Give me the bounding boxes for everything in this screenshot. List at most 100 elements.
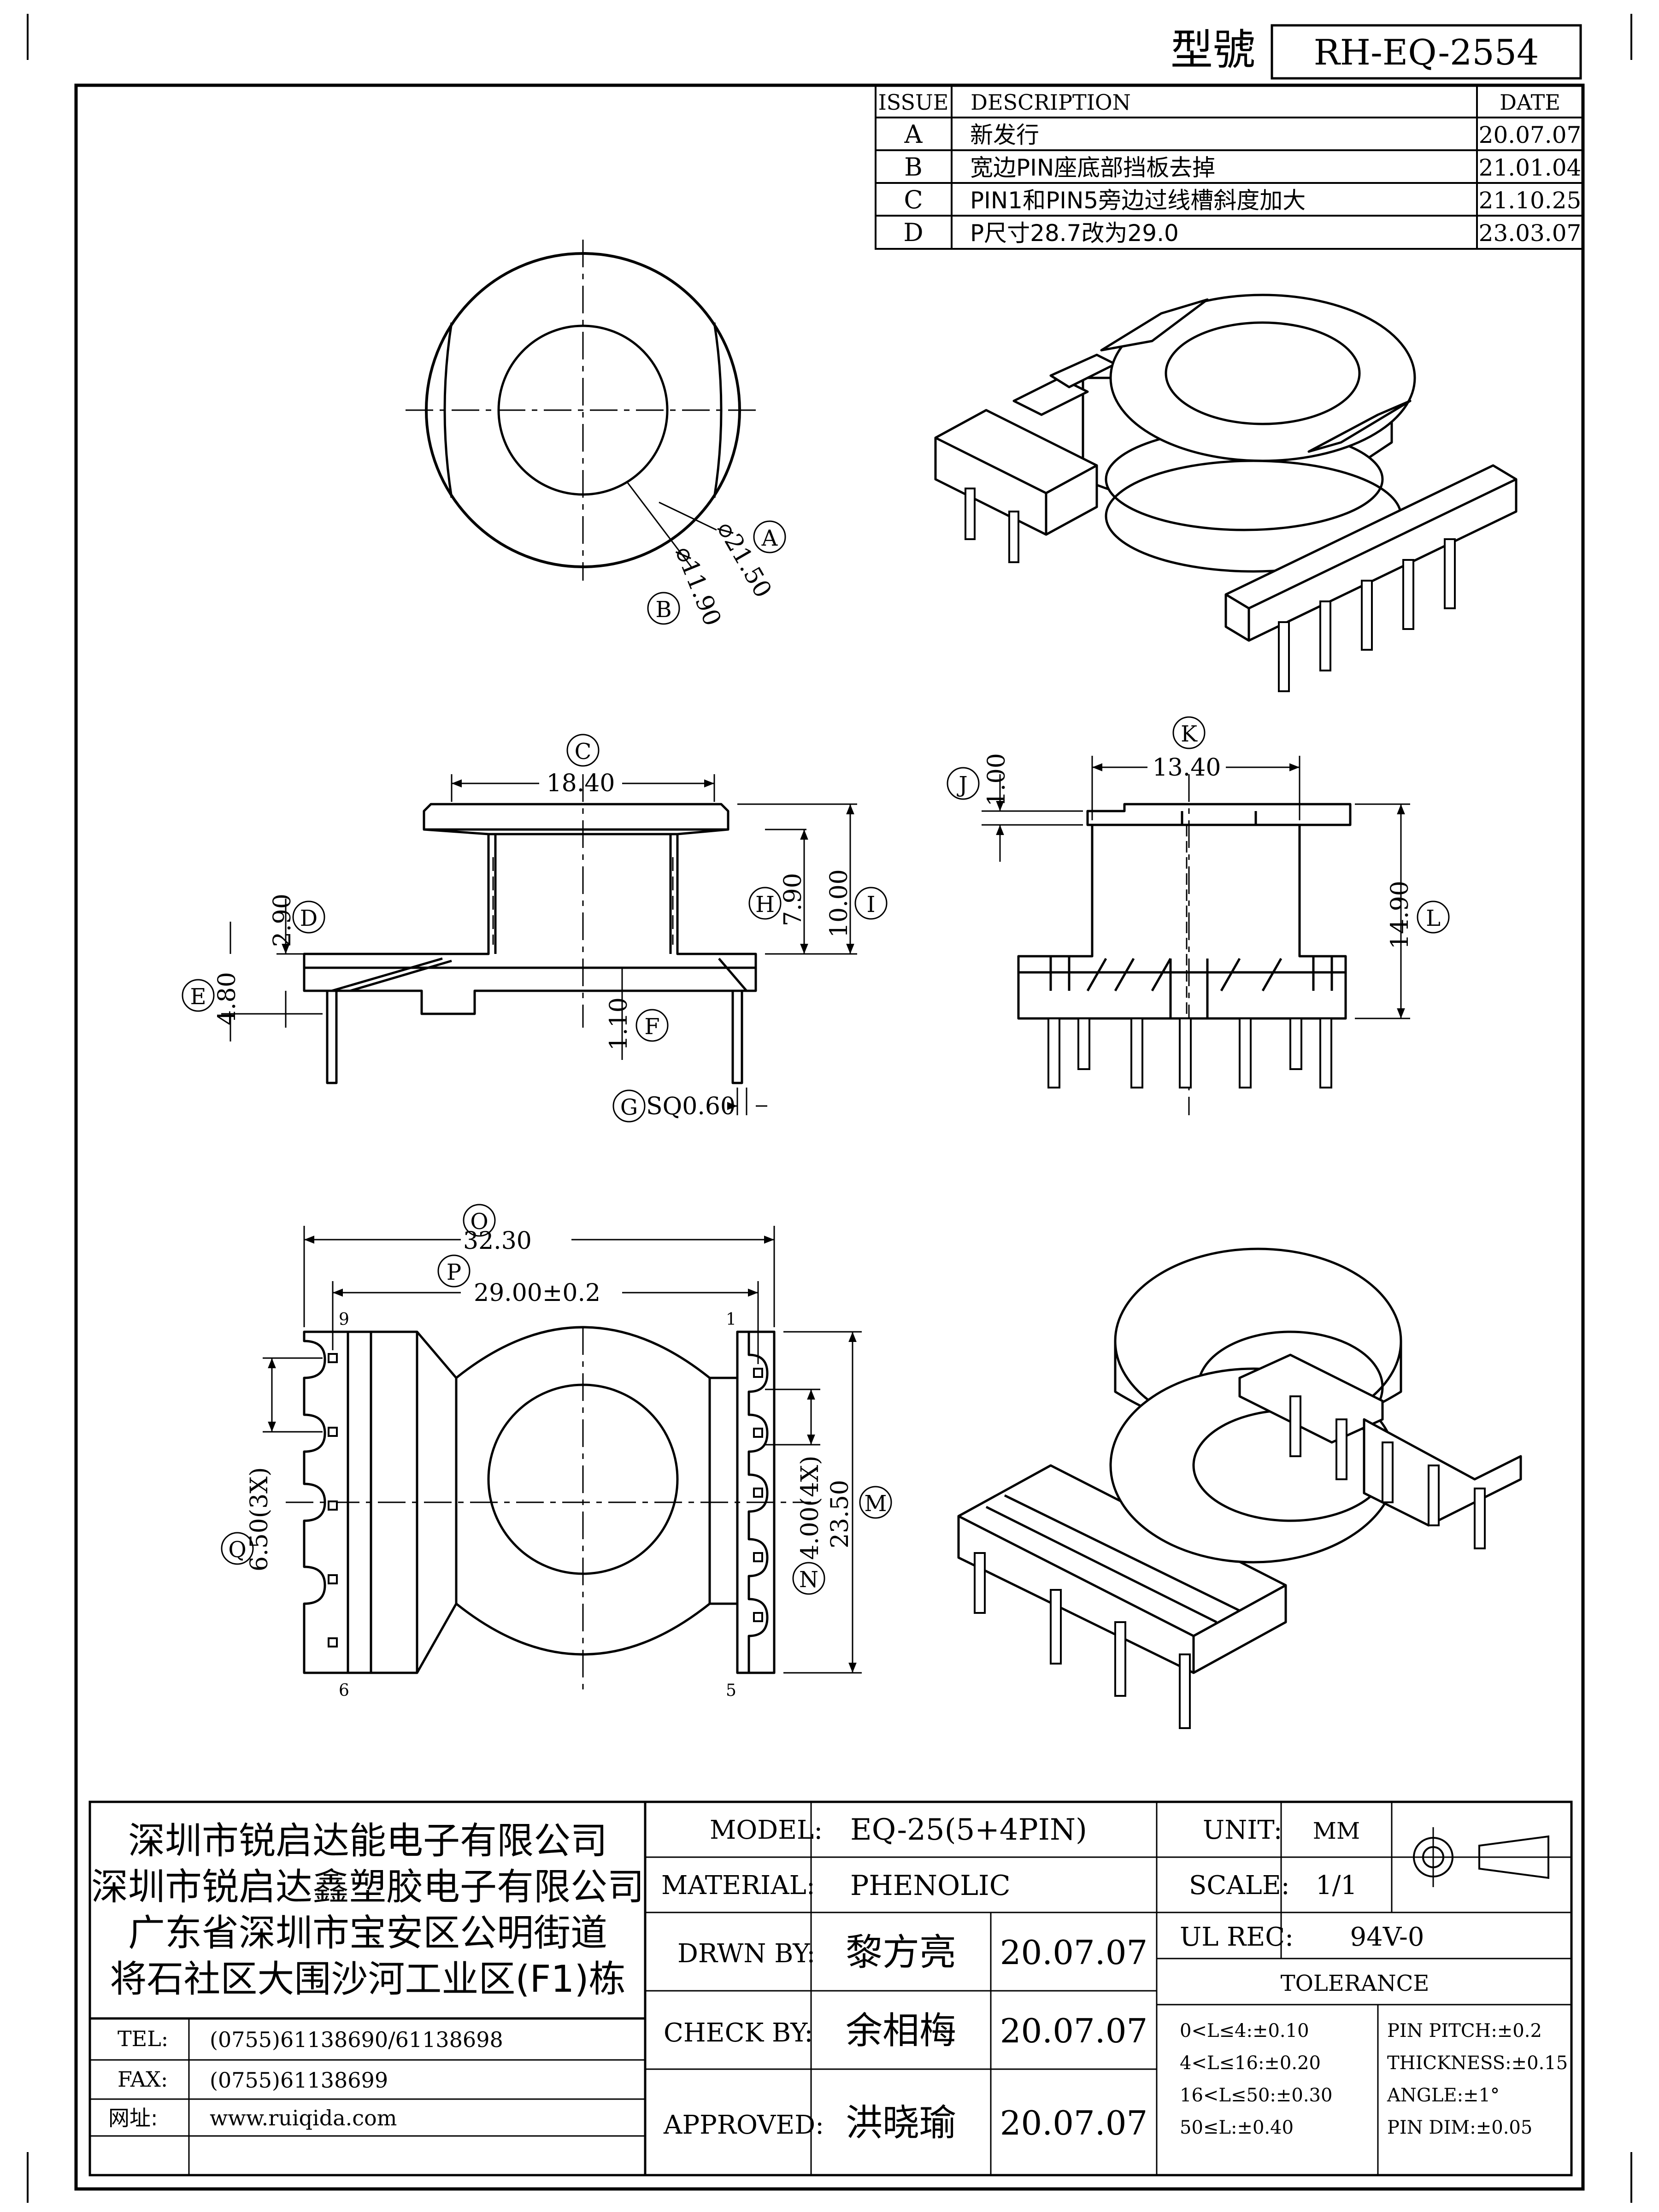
dim-l-letter: L bbox=[1426, 906, 1441, 931]
dim-l-value: 14.90 bbox=[1386, 881, 1414, 949]
dim-j-value: 1.00 bbox=[983, 753, 1011, 806]
ul-label: UL REC: bbox=[1180, 1922, 1294, 1952]
revision-table: ISSUE DESCRIPTION DATE A 新发行 20.07.07 B … bbox=[875, 84, 1584, 250]
check-date: 20.07.07 bbox=[1000, 2012, 1148, 2050]
company-info: 深圳市锐启达能电子有限公司 深圳市锐启达鑫塑胶电子有限公司 广东省深圳市宝安区公… bbox=[91, 1819, 644, 2000]
rev-row-c-date: 21.10.25 bbox=[1479, 187, 1582, 214]
dim-o-value: 32.30 bbox=[463, 1227, 532, 1255]
dim-q-letter: Q bbox=[228, 1537, 246, 1563]
dim-i-value: 10.00 bbox=[825, 869, 853, 938]
pin-label-1: 1 bbox=[726, 1310, 736, 1329]
model-header-value: RH-EQ-2554 bbox=[1314, 32, 1539, 73]
bottom-view-dims bbox=[263, 1226, 862, 1674]
dim-g-letter: G bbox=[620, 1094, 638, 1120]
fax-value: (0755)61138699 bbox=[210, 2068, 388, 2093]
drawn-by: 黎方亮 bbox=[846, 1931, 956, 1974]
model-value: EQ-25(5+4PIN) bbox=[850, 1813, 1087, 1847]
tolerance-right-2: THICKNESS:±0.15 bbox=[1387, 2053, 1568, 2074]
tolerance-table: 0<L≤4:±0.10 4<L≤16:±0.20 16<L≤50:±0.30 5… bbox=[1180, 2020, 1568, 2138]
dim-i-letter: I bbox=[867, 892, 876, 918]
dim-d-letter: D bbox=[300, 906, 318, 931]
model-header: 型號 RH-EQ-2554 bbox=[1171, 24, 1582, 80]
dim-a-letter: A bbox=[761, 525, 778, 551]
projection-symbol bbox=[1403, 1827, 1562, 1887]
company-line-4: 将石社区大围沙河工业区(F1)栋 bbox=[110, 1958, 625, 2000]
dim-f: F 1.10 bbox=[605, 997, 669, 1051]
company-line-1: 深圳市锐启达能电子有限公司 bbox=[128, 1819, 607, 1862]
dim-l: L 14.90 bbox=[1386, 881, 1450, 949]
bottom-view bbox=[286, 1326, 811, 1696]
contact-info: TEL: (0755)61138690/61138698 FAX: (0755)… bbox=[108, 2026, 503, 2130]
material-value: PHENOLIC bbox=[850, 1870, 1011, 1902]
front-view-dims bbox=[221, 774, 857, 1115]
dim-q-value: 6.50(3X) bbox=[246, 1467, 273, 1571]
tolerance-heading: TOLERANCE bbox=[1281, 1971, 1430, 1996]
approved-label: APPROVED: bbox=[663, 2110, 824, 2140]
rev-row-b-date: 21.01.04 bbox=[1479, 154, 1582, 181]
dim-k-letter: K bbox=[1181, 721, 1198, 747]
title-block bbox=[88, 1800, 1573, 2177]
dim-k: K 13.40 bbox=[1153, 716, 1221, 782]
check-label: CHECK BY: bbox=[664, 2018, 813, 2048]
pin-label-9: 9 bbox=[339, 1310, 349, 1329]
dim-e-letter: E bbox=[190, 984, 206, 1010]
company-line-3: 广东省深圳市宝安区公明街道 bbox=[128, 1912, 607, 1954]
ul-value: 94V-0 bbox=[1350, 1922, 1424, 1952]
dim-o: O 32.30 bbox=[463, 1204, 532, 1255]
model-header-label: 型號 bbox=[1171, 25, 1255, 75]
front-view bbox=[303, 774, 757, 1084]
dim-j: J 1.00 bbox=[947, 753, 1011, 806]
dim-a: A ⌀21.50 bbox=[712, 517, 786, 603]
rev-row-b-issue: B bbox=[904, 153, 923, 182]
rev-header-issue: ISSUE bbox=[878, 90, 949, 115]
dim-j-letter: J bbox=[956, 772, 967, 798]
rev-row-c-issue: C bbox=[904, 185, 923, 214]
dim-b: B ⌀11.90 bbox=[647, 542, 726, 630]
dim-h-letter: H bbox=[755, 892, 775, 918]
tolerance-left-1: 0<L≤4:±0.10 bbox=[1180, 2020, 1309, 2041]
dim-f-value: 1.10 bbox=[605, 997, 633, 1051]
tel-value: (0755)61138690/61138698 bbox=[210, 2027, 503, 2052]
dim-h-value: 7.90 bbox=[779, 873, 807, 926]
isometric-view-bottom bbox=[957, 1247, 1522, 1674]
rev-row-d-date: 23.03.07 bbox=[1479, 220, 1582, 247]
dim-b-letter: B bbox=[655, 597, 671, 623]
model-label: MODEL: bbox=[710, 1815, 823, 1845]
dim-p-letter: P bbox=[447, 1259, 461, 1285]
side-view-dims bbox=[982, 756, 1410, 1019]
company-line-2: 深圳市锐启达鑫塑胶电子有限公司 bbox=[91, 1865, 644, 1908]
side-view-pins bbox=[1047, 1018, 1332, 1088]
dim-p: P 29.00±0.2 bbox=[437, 1254, 600, 1307]
tel-label: TEL: bbox=[118, 2026, 168, 2051]
web-label: 网址: bbox=[108, 2106, 158, 2130]
dim-f-letter: F bbox=[644, 1014, 659, 1040]
drawn-label: DRWN BY: bbox=[677, 1939, 815, 1969]
tolerance-right-4: PIN DIM:±0.05 bbox=[1387, 2117, 1532, 2138]
rev-row-d-description: P尺寸28.7改为29.0 bbox=[970, 220, 1179, 247]
approved-by: 洪晓瑜 bbox=[846, 2101, 956, 2144]
dim-k-value: 13.40 bbox=[1153, 754, 1221, 782]
rev-row-b-description: 宽边PIN座底部挡板去掉 bbox=[970, 154, 1215, 181]
dim-q: Q 6.50(3X) bbox=[221, 1467, 273, 1571]
dim-p-value: 29.00±0.2 bbox=[474, 1279, 600, 1307]
dim-d: D 2.90 bbox=[269, 894, 325, 947]
drawn-date: 20.07.07 bbox=[1000, 1933, 1148, 1972]
dim-o-letter: O bbox=[470, 1209, 488, 1235]
dim-m: M 23.50 bbox=[826, 1480, 892, 1548]
rev-header-date: DATE bbox=[1500, 90, 1560, 115]
dim-b-value: ⌀11.90 bbox=[670, 542, 726, 630]
rev-row-a-description: 新发行 bbox=[970, 122, 1039, 148]
dim-i: I 10.00 bbox=[825, 869, 888, 938]
fax-label: FAX: bbox=[118, 2067, 168, 2092]
scale-label: SCALE: bbox=[1189, 1871, 1290, 1900]
tolerance-right-1: PIN PITCH:±0.2 bbox=[1387, 2020, 1542, 2041]
bottom-view-pins bbox=[328, 1353, 763, 1647]
rev-row-d-issue: D bbox=[903, 218, 923, 247]
isometric-view-top bbox=[934, 294, 1518, 642]
rev-header-description: DESCRIPTION bbox=[971, 90, 1131, 115]
dim-h: H 7.90 bbox=[748, 873, 807, 926]
dim-m-letter: M bbox=[864, 1491, 887, 1517]
tolerance-left-3: 16<L≤50:±0.30 bbox=[1180, 2085, 1332, 2106]
dim-n: N 4.00(4X) bbox=[792, 1456, 825, 1595]
